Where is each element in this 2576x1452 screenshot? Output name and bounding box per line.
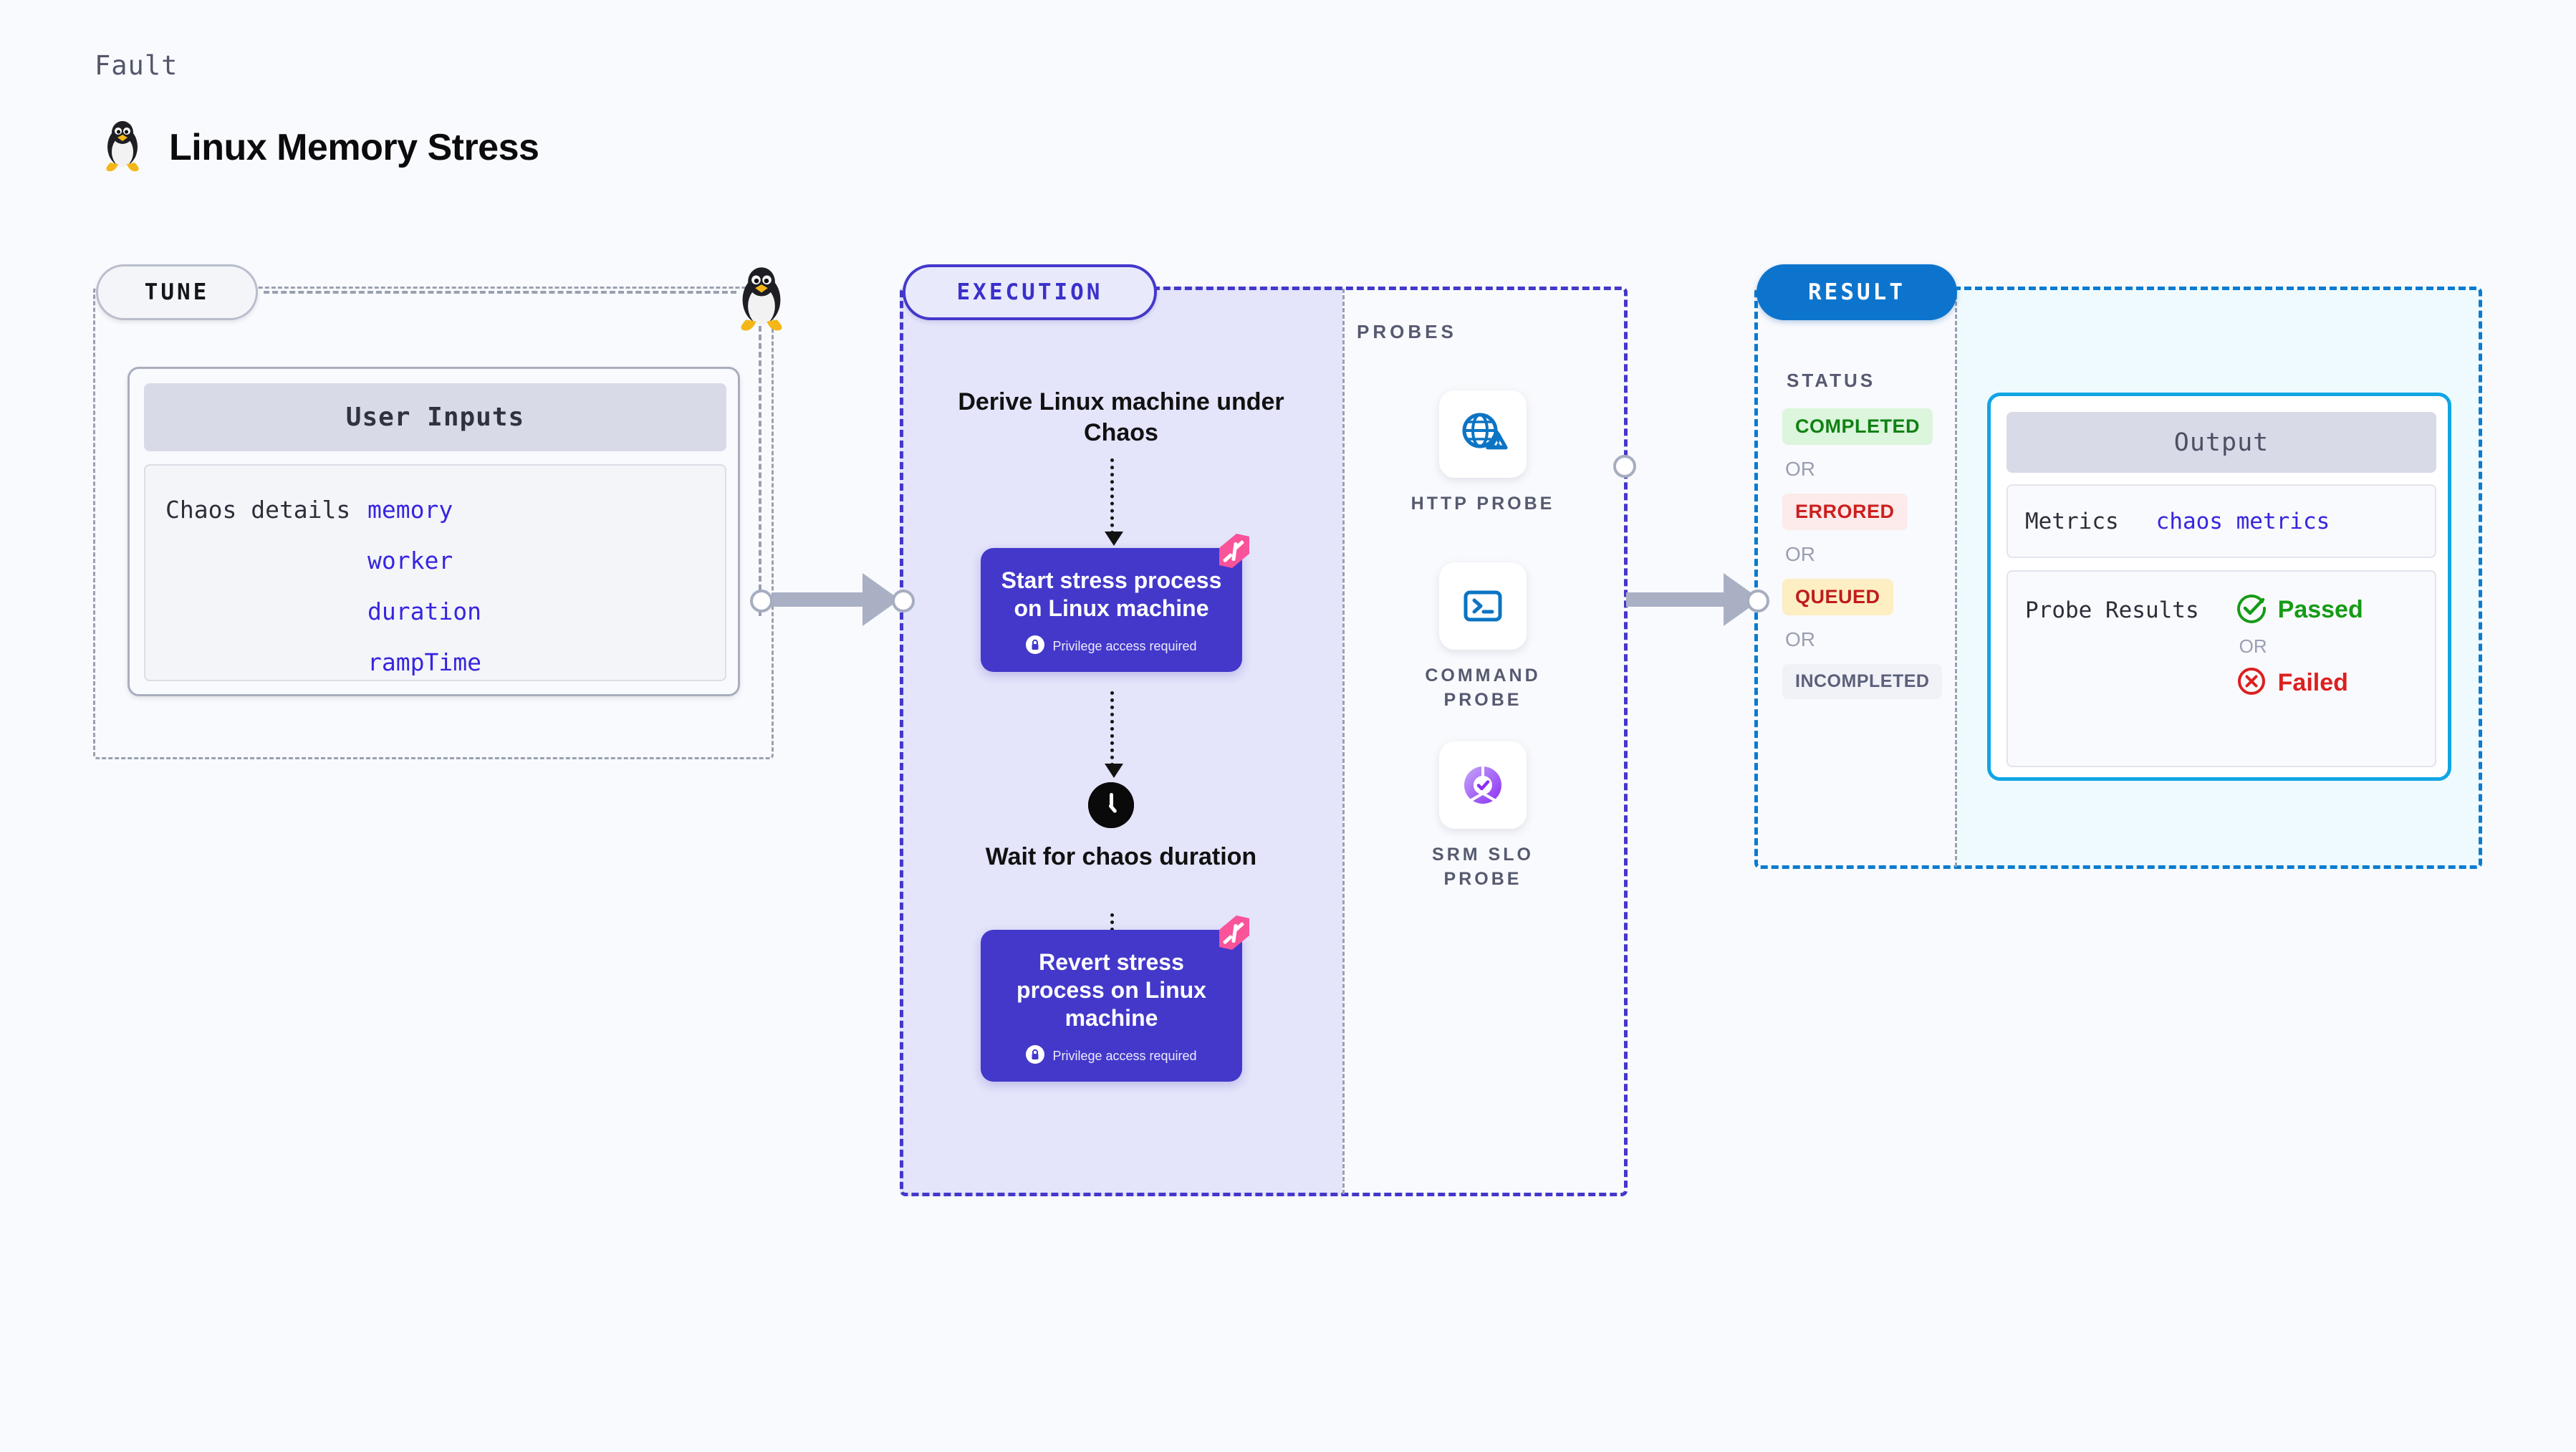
metrics-label: Metrics (2025, 508, 2119, 534)
execution-section-box (900, 287, 1628, 1196)
connector-node-probes-out (1613, 455, 1636, 478)
execution-step-label: Revert stress process on Linux machine (1017, 949, 1206, 1032)
page-title: Linux Memory Stress (169, 126, 539, 168)
chaos-params-list: memory worker duration rampTime (367, 496, 481, 676)
connector-arrow-tune-to-execution (772, 573, 901, 626)
output-probe-results-row: Probe Results Passed OR (2007, 570, 2436, 767)
probe-result-passed-label: Passed (2277, 596, 2363, 623)
execution-connector-1 (1105, 458, 1123, 546)
user-inputs-header: User Inputs (144, 383, 726, 451)
execution-step-label: Start stress process on Linux machine (1001, 567, 1222, 622)
check-circle-icon (2236, 593, 2267, 627)
probe-label: HTTP PROBE (1410, 494, 1555, 514)
status-or-label: OR (1785, 628, 1815, 650)
status-badge-queued: QUEUED (1782, 579, 1893, 615)
status-or-label: OR (1785, 458, 1815, 480)
lock-icon (1026, 635, 1045, 658)
tune-link-vertical (759, 326, 761, 616)
probes-section-label: PROBES (1357, 321, 1457, 342)
globe-warning-icon (1439, 390, 1527, 478)
probe-item-http[interactable]: HTTP PROBE (1390, 390, 1576, 516)
status-badge-errored: ERRORED (1782, 494, 1908, 530)
tune-link-horizontal (264, 291, 736, 294)
linux-penguin-icon (100, 118, 145, 176)
probe-result-failed: Failed (2236, 666, 2363, 700)
privilege-note-row: Privilege access required (996, 635, 1226, 658)
clock-icon (1088, 782, 1134, 828)
chaos-param-duration[interactable]: duration (367, 597, 481, 625)
privilege-note-text: Privilege access required (1052, 639, 1197, 654)
chaos-param-memory[interactable]: memory (367, 496, 453, 524)
probe-item-srm-slo[interactable]: SRM SLO PROBE (1390, 741, 1576, 892)
connector-node-execution-in (892, 590, 915, 612)
terminal-icon (1439, 562, 1527, 650)
probe-label: COMMAND PROBE (1425, 665, 1541, 710)
chaos-param-worker[interactable]: worker (367, 547, 453, 574)
privilege-note-text: Privilege access required (1052, 1049, 1197, 1064)
probe-result-failed-label: Failed (2277, 669, 2348, 696)
harness-logo-icon (1215, 914, 1254, 953)
execution-step-revert-stress-card[interactable]: Revert stress process on Linux machine P… (981, 915, 1249, 1082)
tune-section-pill[interactable]: TUNE (96, 264, 258, 320)
lock-icon (1026, 1045, 1045, 1067)
connector-arrow-execution-to-result (1626, 573, 1762, 626)
slo-donut-check-icon (1439, 741, 1527, 829)
probe-result-passed: Passed (2236, 593, 2363, 627)
output-metrics-row: Metrics chaos metrics (2007, 484, 2436, 558)
status-badge-incompleted: INCOMPLETED (1782, 664, 1943, 699)
execution-connector-2 (1105, 691, 1123, 778)
status-column-label: STATUS (1787, 370, 1876, 391)
user-inputs-body: Chaos details memory worker duration ram… (144, 464, 726, 681)
probe-results-label: Probe Results (2025, 597, 2199, 623)
output-card: Output Metrics chaos metrics Probe Resul… (1987, 393, 2451, 781)
probe-result-or-label: OR (2239, 635, 2267, 657)
probe-label: SRM SLO PROBE (1432, 845, 1534, 889)
page-title-row: Linux Memory Stress (100, 118, 539, 176)
result-inner-divider (1955, 289, 1957, 867)
tune-section-box (93, 287, 774, 759)
connector-node-tune-out (750, 590, 773, 612)
fault-eyebrow-label: Fault (95, 50, 178, 81)
execution-step-derive-label: Derive Linux machine under Chaos (958, 388, 1284, 446)
connector-node-result-in (1746, 590, 1769, 612)
execution-step-start-stress-card[interactable]: Start stress process on Linux machine Pr… (981, 534, 1249, 673)
status-badge-list: COMPLETED OR ERRORED OR QUEUED OR INCOMP… (1782, 408, 1947, 699)
probe-results-values: Passed OR Failed (2236, 593, 2363, 766)
chaos-details-label: Chaos details (165, 496, 351, 524)
execution-section-pill[interactable]: EXECUTION (903, 264, 1157, 320)
probe-item-command[interactable]: COMMAND PROBE (1390, 562, 1576, 713)
execution-step-wait-label: Wait for chaos duration (985, 843, 1257, 870)
privilege-note-row: Privilege access required (996, 1045, 1226, 1067)
status-or-label: OR (1785, 543, 1815, 565)
user-inputs-card: User Inputs Chaos details memory worker … (128, 367, 740, 696)
status-badge-completed: COMPLETED (1782, 408, 1933, 445)
result-section-pill[interactable]: RESULT (1756, 264, 1957, 320)
harness-logo-icon (1215, 532, 1254, 571)
metrics-value[interactable]: chaos metrics (2156, 508, 2330, 534)
output-card-header: Output (2007, 412, 2436, 473)
x-circle-icon (2236, 666, 2267, 700)
probes-divider (1342, 289, 1345, 1194)
chaos-param-ramptime[interactable]: rampTime (367, 648, 481, 676)
linux-penguin-icon (734, 264, 789, 332)
